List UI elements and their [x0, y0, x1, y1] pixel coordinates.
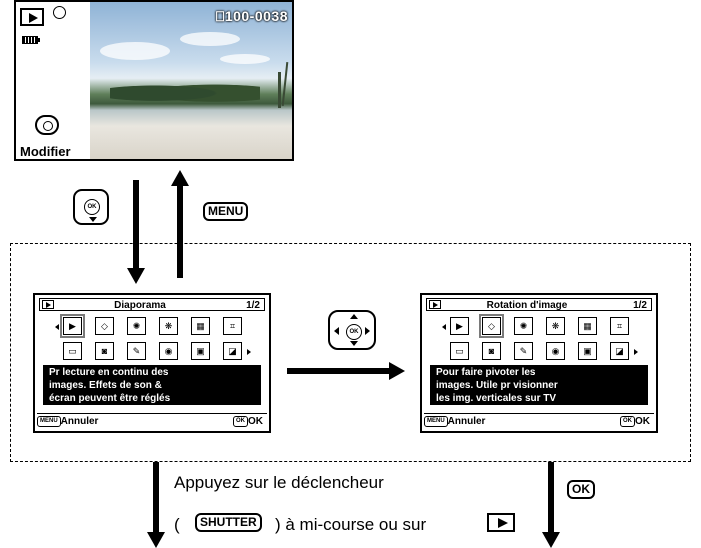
right-arrow [287, 362, 405, 380]
menu-title: Rotation d'image [486, 300, 568, 311]
page-indicator: 1/2 [246, 300, 260, 311]
four-way-controller-nav-icon[interactable]: OK [328, 310, 376, 350]
cancel-label: Annuler [447, 416, 486, 427]
resize-icon[interactable]: ▦ [578, 317, 597, 335]
menu-key-icon: MENU [424, 415, 448, 427]
start-screen-icon[interactable]: ▣ [578, 342, 597, 360]
play-triangle-icon [498, 518, 508, 528]
red-eye-icon[interactable]: ◉ [159, 342, 178, 360]
small-picture-icon[interactable]: ◪ [610, 342, 629, 360]
file-number: ⎕100-0038 [215, 8, 288, 24]
right-nav-icon [634, 349, 638, 355]
face-recognition-icon [53, 6, 66, 19]
playback-tab-icon [429, 300, 441, 309]
menu-description: Pr lecture en continu des images. Effets… [43, 365, 261, 405]
down-arrow-right [542, 462, 560, 548]
battery-icon [22, 36, 40, 44]
menu-title-bar: Rotation d'image 1/2 [426, 298, 652, 311]
ok-key-icon: OK [620, 415, 635, 427]
camera-playback-screen: ⎕100-0038 Modifier [14, 0, 294, 161]
down-arrow-left [147, 462, 165, 548]
menu-title-bar: Diaporama 1/2 [39, 298, 265, 311]
color-filter-icon[interactable]: ❋ [546, 317, 565, 335]
up-arrow [171, 170, 189, 278]
playback-button-icon[interactable] [487, 513, 515, 532]
shutter-button[interactable]: SHUTTER [195, 513, 262, 532]
down-triangle-icon [89, 217, 97, 222]
rotate-icon[interactable]: ◇ [95, 317, 114, 335]
image-recovery-icon[interactable]: ✎ [514, 342, 533, 360]
four-way-controller-icon [35, 115, 59, 135]
slideshow-icon[interactable]: ▶ [60, 314, 85, 338]
left-nav-icon [55, 324, 59, 330]
left-triangle-icon [334, 327, 339, 335]
instruction-paren-open: ( [174, 515, 180, 534]
instruction-line-1: Appuyez sur le déclencheur [174, 473, 384, 492]
small-picture-icon[interactable]: ◪ [223, 342, 242, 360]
frame-icon[interactable]: ◙ [95, 342, 114, 360]
ok-button-center: OK [84, 199, 100, 215]
crop-icon[interactable]: ⌗ [223, 317, 242, 335]
cancel-label: Annuler [60, 416, 99, 427]
slideshow-icon[interactable]: ▶ [450, 317, 469, 335]
down-arrow [127, 180, 145, 284]
up-triangle-icon [350, 314, 358, 319]
beach-photo: ⎕100-0038 [90, 2, 292, 159]
ok-label: OK [248, 416, 263, 427]
left-nav-icon [442, 324, 446, 330]
cloud [180, 32, 240, 46]
crop-icon[interactable]: ⌗ [610, 317, 629, 335]
color-filter-icon[interactable]: ❋ [159, 317, 178, 335]
modifier-label: Modifier [18, 143, 73, 159]
down-triangle-icon [350, 341, 358, 346]
menu-description: Pour faire pivoter les images. Utile pr … [430, 365, 648, 405]
menu-title: Diaporama [114, 300, 166, 311]
cloud [220, 54, 270, 64]
red-eye-icon[interactable]: ◉ [546, 342, 565, 360]
rotate-icon[interactable]: ◇ [479, 314, 504, 338]
menu-screen-rotation: Rotation d'image 1/2 ▶ ◇ ✺ ❋ ▦ ⌗ ▭ ◙ ✎ ◉… [420, 293, 658, 433]
image-recovery-icon[interactable]: ✎ [127, 342, 146, 360]
playback-tab-icon [42, 300, 54, 309]
menu-screen-slideshow: Diaporama 1/2 ▶ ◇ ✺ ❋ ▦ ⌗ ▭ ◙ ✎ ◉ ▣ ◪ Pr… [33, 293, 271, 433]
right-nav-icon [247, 349, 251, 355]
playback-mode-icon [20, 8, 44, 26]
right-triangle-icon [365, 327, 370, 335]
digital-filter-icon[interactable]: ✺ [514, 317, 533, 335]
resize-icon[interactable]: ▦ [191, 317, 210, 335]
index-icon[interactable]: ▭ [63, 342, 82, 360]
instruction-line-2: ) à mi-course ou sur [275, 515, 427, 534]
menu-button[interactable]: MENU [203, 202, 249, 221]
menu-selection-frame [10, 243, 691, 462]
ok-key-button[interactable]: OK [567, 480, 595, 499]
ok-button-icon[interactable]: OK [73, 189, 109, 225]
palm-tree [281, 62, 289, 106]
digital-filter-icon[interactable]: ✺ [127, 317, 146, 335]
page-indicator: 1/2 [633, 300, 647, 311]
menu-key-icon: MENU [37, 415, 61, 427]
start-screen-icon[interactable]: ▣ [191, 342, 210, 360]
frame-icon[interactable]: ◙ [482, 342, 501, 360]
palm-tree [278, 72, 281, 108]
ok-label: OK [635, 416, 650, 427]
ok-key-icon: OK [233, 415, 248, 427]
folder-icon: ⎕ [215, 8, 225, 24]
index-icon[interactable]: ▭ [450, 342, 469, 360]
trees [110, 80, 260, 102]
ok-center-icon: OK [346, 324, 362, 340]
cloud [100, 42, 170, 60]
